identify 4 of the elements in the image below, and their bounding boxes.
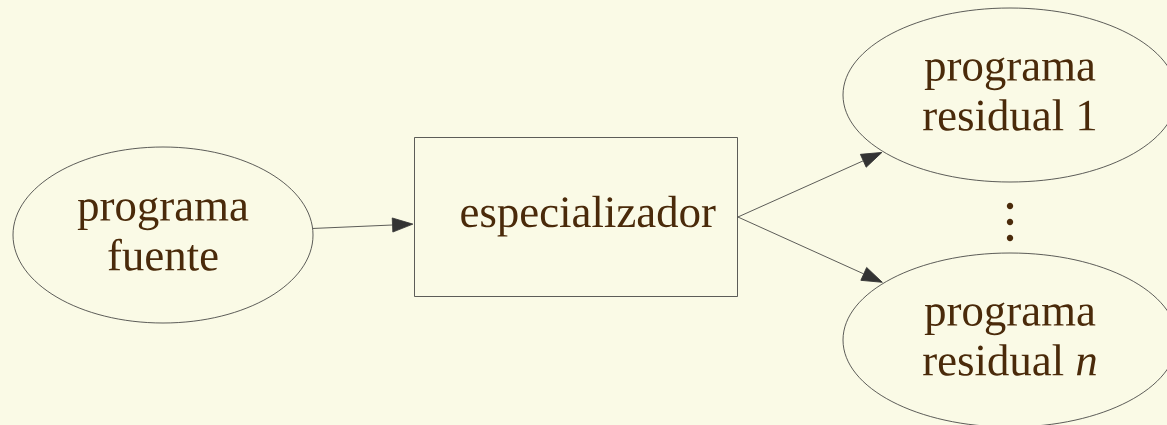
arrow bbox=[312, 217, 414, 233]
arrow bbox=[737, 216, 883, 283]
process-box: especializador bbox=[414, 137, 738, 297]
arrow bbox=[737, 152, 883, 218]
